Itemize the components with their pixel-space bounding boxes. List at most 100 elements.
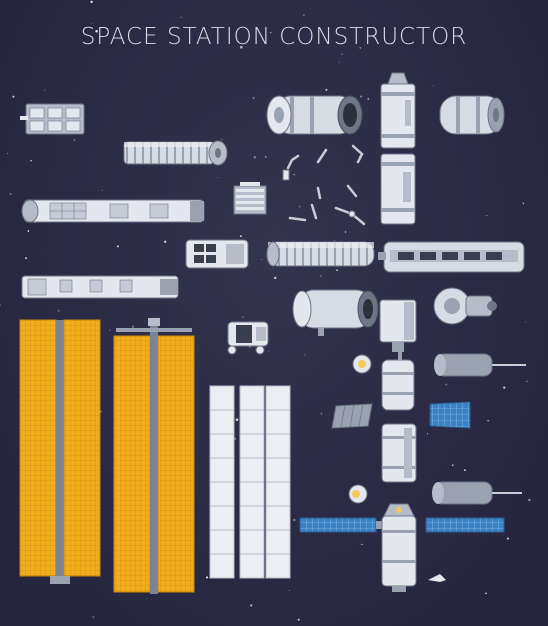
star-icon <box>270 31 272 34</box>
crew-capsule-icon <box>381 503 417 592</box>
star-icon <box>336 269 338 271</box>
star-icon <box>57 310 60 312</box>
square-node-module-icon <box>379 299 417 352</box>
star-icon <box>217 177 219 179</box>
star-icon <box>240 45 243 49</box>
star-icon <box>205 576 209 579</box>
star-icon <box>485 592 487 595</box>
small-truss-block-icon <box>20 103 85 135</box>
star-icon <box>163 240 167 244</box>
star-icon <box>333 240 335 241</box>
segmented-cylinder-module-icon <box>381 350 415 411</box>
star-icon <box>268 350 270 352</box>
star-icon <box>486 214 488 217</box>
ribbed-habitat-module-icon <box>123 140 228 166</box>
star-icon <box>12 95 15 98</box>
engine-thruster-module-icon <box>434 353 526 377</box>
pressurized-module-icon <box>381 423 417 483</box>
star-icon <box>253 156 256 159</box>
compact-service-module-icon <box>185 239 249 269</box>
star-icon <box>487 419 489 422</box>
star-icon <box>242 316 244 318</box>
star-icon <box>320 275 322 277</box>
star-icon <box>44 89 46 91</box>
star-icon <box>252 97 255 99</box>
round-node-docking-icon <box>433 287 497 325</box>
star-icon <box>367 98 370 100</box>
star-icon <box>522 202 525 205</box>
star-icon <box>132 325 134 328</box>
solar-panel-blue-icon <box>429 401 471 429</box>
star-icon <box>341 53 343 55</box>
star-icon <box>25 257 28 260</box>
star-icon <box>73 139 76 141</box>
solar-panel-grey-icon <box>331 403 373 429</box>
star-icon <box>297 618 300 621</box>
radiator-panel-icon <box>209 385 291 579</box>
star-icon <box>432 84 434 87</box>
tall-cylinder-module-icon <box>380 153 416 225</box>
node-docking-module-icon <box>292 289 379 336</box>
star-icon <box>90 0 93 4</box>
star-icon <box>180 16 182 18</box>
small-light-module-icon <box>352 354 372 374</box>
star-icon <box>293 173 295 176</box>
star-icon <box>91 22 93 24</box>
star-icon <box>261 259 263 261</box>
cargo-capsule-icon <box>227 321 269 355</box>
page-title: SPACE STATION CONSTRUCTOR <box>80 24 468 50</box>
star-icon <box>30 159 32 162</box>
robotic-arm-parts-icon <box>282 144 366 226</box>
star-icon <box>503 386 506 389</box>
star-icon <box>320 412 323 415</box>
star-icon <box>274 276 277 280</box>
star-icon <box>0 304 1 306</box>
star-icon <box>116 245 119 248</box>
star-icon <box>293 518 296 522</box>
star-icon <box>528 498 531 502</box>
main-truss-module-icon <box>378 241 525 273</box>
star-icon <box>506 537 509 540</box>
star-icon <box>445 383 448 386</box>
module-with-windows-icon <box>21 275 179 299</box>
star-icon <box>221 138 223 141</box>
solar-panel-orange-icon <box>113 318 195 594</box>
star-icon <box>339 61 340 63</box>
vertical-node-module-icon <box>380 72 416 149</box>
star-icon <box>325 88 328 91</box>
star-icon <box>304 354 306 356</box>
star-icon <box>299 206 301 208</box>
blue-solar-arm-icon <box>425 517 505 533</box>
star-icon <box>27 230 30 232</box>
ribbed-pressurized-module-icon <box>266 241 375 267</box>
star-icon <box>6 153 8 155</box>
star-icon <box>426 433 429 435</box>
star-icon <box>250 604 253 607</box>
star-icon <box>264 156 267 158</box>
star-icon <box>526 380 528 383</box>
long-laboratory-module-icon <box>21 199 205 223</box>
solar-panel-orange-icon <box>19 319 101 584</box>
star-icon <box>344 231 347 233</box>
star-icon <box>288 589 290 591</box>
star-icon <box>359 95 363 98</box>
star-icon <box>525 321 527 323</box>
star-icon <box>101 189 103 191</box>
star-icon <box>451 464 454 467</box>
star-icon <box>109 329 111 331</box>
round-cargo-module-icon <box>439 95 505 135</box>
radiator-stack-icon <box>233 182 267 215</box>
star-icon <box>9 192 12 195</box>
star-icon <box>235 418 239 422</box>
star-icon <box>95 30 98 33</box>
star-icon <box>359 47 362 49</box>
engine-docking-module-icon <box>432 481 522 505</box>
small-capsule-light-icon <box>348 484 368 504</box>
docking-module-icon <box>266 95 363 135</box>
star-icon <box>145 598 147 600</box>
mini-shuttle-icon <box>428 574 446 582</box>
star-icon <box>92 616 95 618</box>
star-icon <box>240 235 242 237</box>
